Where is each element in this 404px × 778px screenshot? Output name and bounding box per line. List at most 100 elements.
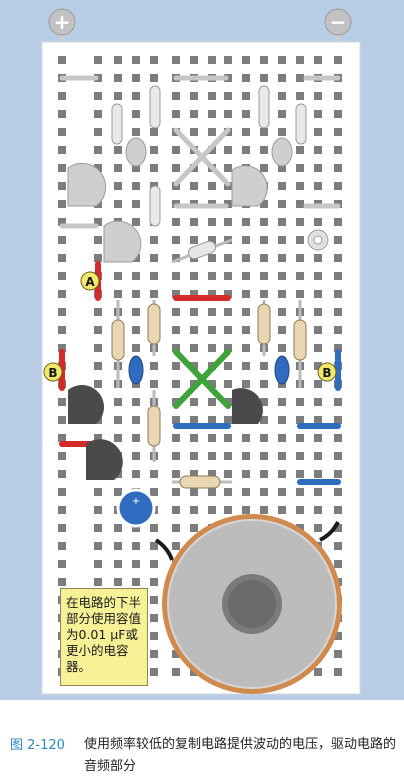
- breadboard-hole: [224, 218, 232, 226]
- breadboard-hole: [314, 92, 322, 100]
- breadboard-hole: [314, 326, 322, 334]
- breadboard-hole: [94, 164, 102, 172]
- breadboard-hole: [334, 560, 342, 568]
- breadboard-hole: [278, 272, 286, 280]
- breadboard-hole: [260, 380, 268, 388]
- breadboard-hole: [314, 56, 322, 64]
- breadboard-hole: [314, 344, 322, 352]
- breadboard-hole: [172, 362, 180, 370]
- breadboard-hole: [172, 650, 180, 658]
- breadboard-hole: [208, 470, 216, 478]
- breadboard-hole: [150, 596, 158, 604]
- caption-text: 使用频率较低的复制电路提供波动的电压，驱动电路的音频部分: [84, 737, 397, 774]
- breadboard-hole: [58, 182, 66, 190]
- speaker: [162, 514, 342, 694]
- breadboard-hole: [132, 542, 140, 550]
- breadboard-hole: [224, 362, 232, 370]
- breadboard-hole: [334, 254, 342, 262]
- breadboard-hole: [314, 164, 322, 172]
- breadboard-hole: [172, 218, 180, 226]
- breadboard-hole: [296, 488, 304, 496]
- breadboard-hole: [314, 110, 322, 118]
- breadboard-hole: [260, 128, 268, 136]
- breadboard-hole: [58, 92, 66, 100]
- breadboard-hole: [314, 524, 322, 532]
- breadboard-hole: [150, 362, 158, 370]
- breadboard-hole: [132, 452, 140, 460]
- breadboard-hole: [278, 92, 286, 100]
- breadboard-hole: [278, 344, 286, 352]
- breadboard-hole: [296, 452, 304, 460]
- breadboard-hole: [94, 128, 102, 136]
- breadboard-hole: [132, 398, 140, 406]
- breadboard-hole: [150, 614, 158, 622]
- breadboard-hole: [278, 128, 286, 136]
- breadboard-hole: [208, 344, 216, 352]
- breadboard-hole: [172, 326, 180, 334]
- breadboard-hole: [260, 470, 268, 478]
- breadboard-hole: [150, 236, 158, 244]
- label-a: A: [80, 271, 100, 291]
- transistors: [68, 384, 263, 480]
- breadboard-hole: [208, 488, 216, 496]
- breadboard-hole: [260, 74, 268, 82]
- breadboard-hole: [278, 326, 286, 334]
- breadboard-hole: [132, 416, 140, 424]
- breadboard-hole: [94, 218, 102, 226]
- breadboard-hole: [172, 110, 180, 118]
- breadboard-hole: [278, 218, 286, 226]
- breadboard-hole: [224, 434, 232, 442]
- breadboard-hole: [132, 434, 140, 442]
- breadboard-hole: [260, 236, 268, 244]
- breadboard-hole: [208, 380, 216, 388]
- breadboard-hole: [334, 218, 342, 226]
- breadboard-hole: [260, 200, 268, 208]
- breadboard-hole: [224, 380, 232, 388]
- breadboard-hole: [94, 110, 102, 118]
- breadboard-hole: [114, 56, 122, 64]
- breadboard-hole: [260, 362, 268, 370]
- breadboard-hole: [190, 362, 198, 370]
- breadboard-hole: [278, 236, 286, 244]
- breadboard-hole: [296, 416, 304, 424]
- breadboard-hole: [260, 488, 268, 496]
- breadboard-hole: [208, 110, 216, 118]
- breadboard-hole: [208, 218, 216, 226]
- breadboard-hole: [224, 272, 232, 280]
- electrolytic-capacitor: +: [116, 488, 156, 528]
- breadboard-hole: [94, 56, 102, 64]
- breadboard-hole: [278, 164, 286, 172]
- breadboard-hole: [334, 506, 342, 514]
- breadboard-hole: [242, 236, 250, 244]
- breadboard-hole: [260, 164, 268, 172]
- breadboard-hole: [314, 398, 322, 406]
- capacitor-note: 在电路的下半部分使用容值为0.01 μF或更小的电容器。: [60, 588, 148, 686]
- breadboard-hole: [334, 650, 342, 658]
- breadboard-hole: [58, 164, 66, 172]
- negative-terminal: −: [324, 8, 352, 36]
- breadboard-hole: [278, 506, 286, 514]
- breadboard-hole: [58, 326, 66, 334]
- breadboard-hole: [94, 308, 102, 316]
- breadboard-hole: [58, 110, 66, 118]
- breadboard-hole: [58, 560, 66, 568]
- breadboard-hole: [190, 218, 198, 226]
- breadboard-hole: [150, 542, 158, 550]
- breadboard-hole: [208, 92, 216, 100]
- breadboard-hole: [190, 524, 198, 532]
- breadboard-hole: [190, 470, 198, 478]
- breadboard-hole: [150, 146, 158, 154]
- breadboard-hole: [314, 218, 322, 226]
- breadboard-hole: [132, 110, 140, 118]
- breadboard-hole: [260, 146, 268, 154]
- breadboard-hole: [242, 218, 250, 226]
- breadboard-hole: [190, 182, 198, 190]
- breadboard-hole: [94, 236, 102, 244]
- breadboard-hole: [314, 470, 322, 478]
- breadboard-hole: [314, 362, 322, 370]
- breadboard-hole: [314, 254, 322, 262]
- breadboard-hole: [242, 308, 250, 316]
- breadboard-hole: [58, 200, 66, 208]
- breadboard-hole: [224, 470, 232, 478]
- breadboard-hole: [132, 290, 140, 298]
